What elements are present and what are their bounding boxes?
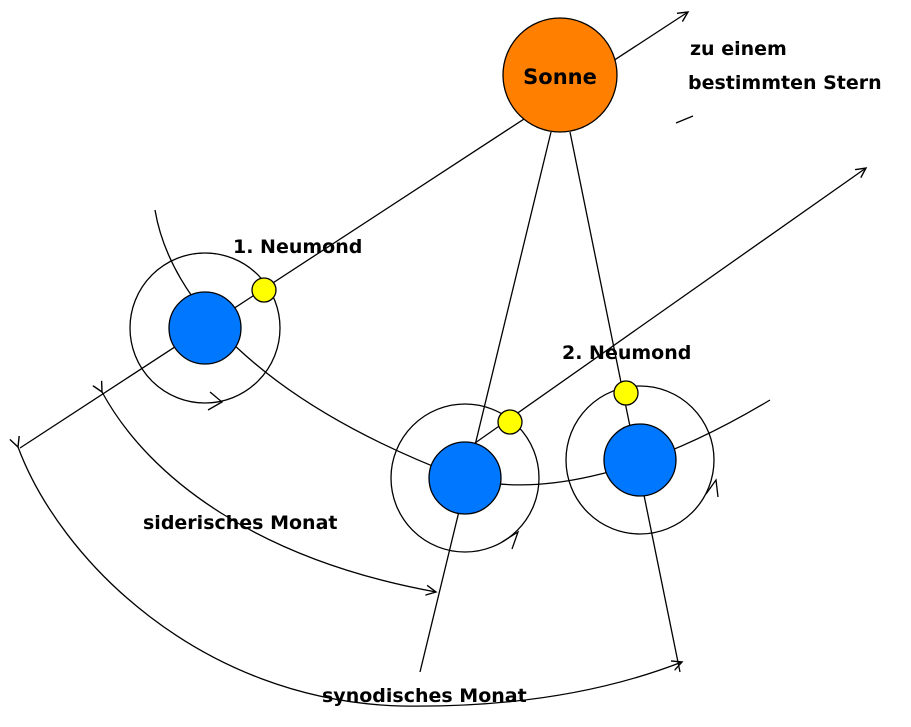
sidereal-month-label: siderisches Monat bbox=[143, 512, 338, 534]
moon-position-1 bbox=[251, 277, 277, 303]
star-ray-tick bbox=[675, 115, 694, 124]
sun bbox=[502, 17, 618, 133]
first-new-moon-label: 1. Neumond bbox=[233, 236, 362, 258]
second-new-moon-label: 2. Neumond bbox=[562, 342, 691, 364]
star-direction-label-line2: bestimmten Stern bbox=[688, 72, 882, 94]
orbit-direction-arrow-1 bbox=[207, 391, 224, 411]
orbit-direction-arrow-3 bbox=[705, 478, 719, 498]
star-ray-line-2 bbox=[457, 168, 866, 456]
orbit-direction-arrow-2 bbox=[501, 530, 520, 550]
sun-label: Sonne bbox=[523, 65, 597, 89]
sidereal-month-arc bbox=[102, 392, 436, 592]
sun-line-to-earth-2 bbox=[419, 131, 552, 673]
moon-position-3 bbox=[613, 380, 639, 406]
moon-position-2 bbox=[497, 409, 523, 435]
synodic-month-label: synodisches Monat bbox=[322, 685, 527, 707]
earth-position-2 bbox=[428, 441, 502, 515]
earth-position-3 bbox=[603, 423, 677, 497]
star-direction-label-line1: zu einem bbox=[690, 38, 787, 60]
synodic-month-arc bbox=[18, 447, 682, 707]
earth-position-1 bbox=[168, 291, 242, 365]
